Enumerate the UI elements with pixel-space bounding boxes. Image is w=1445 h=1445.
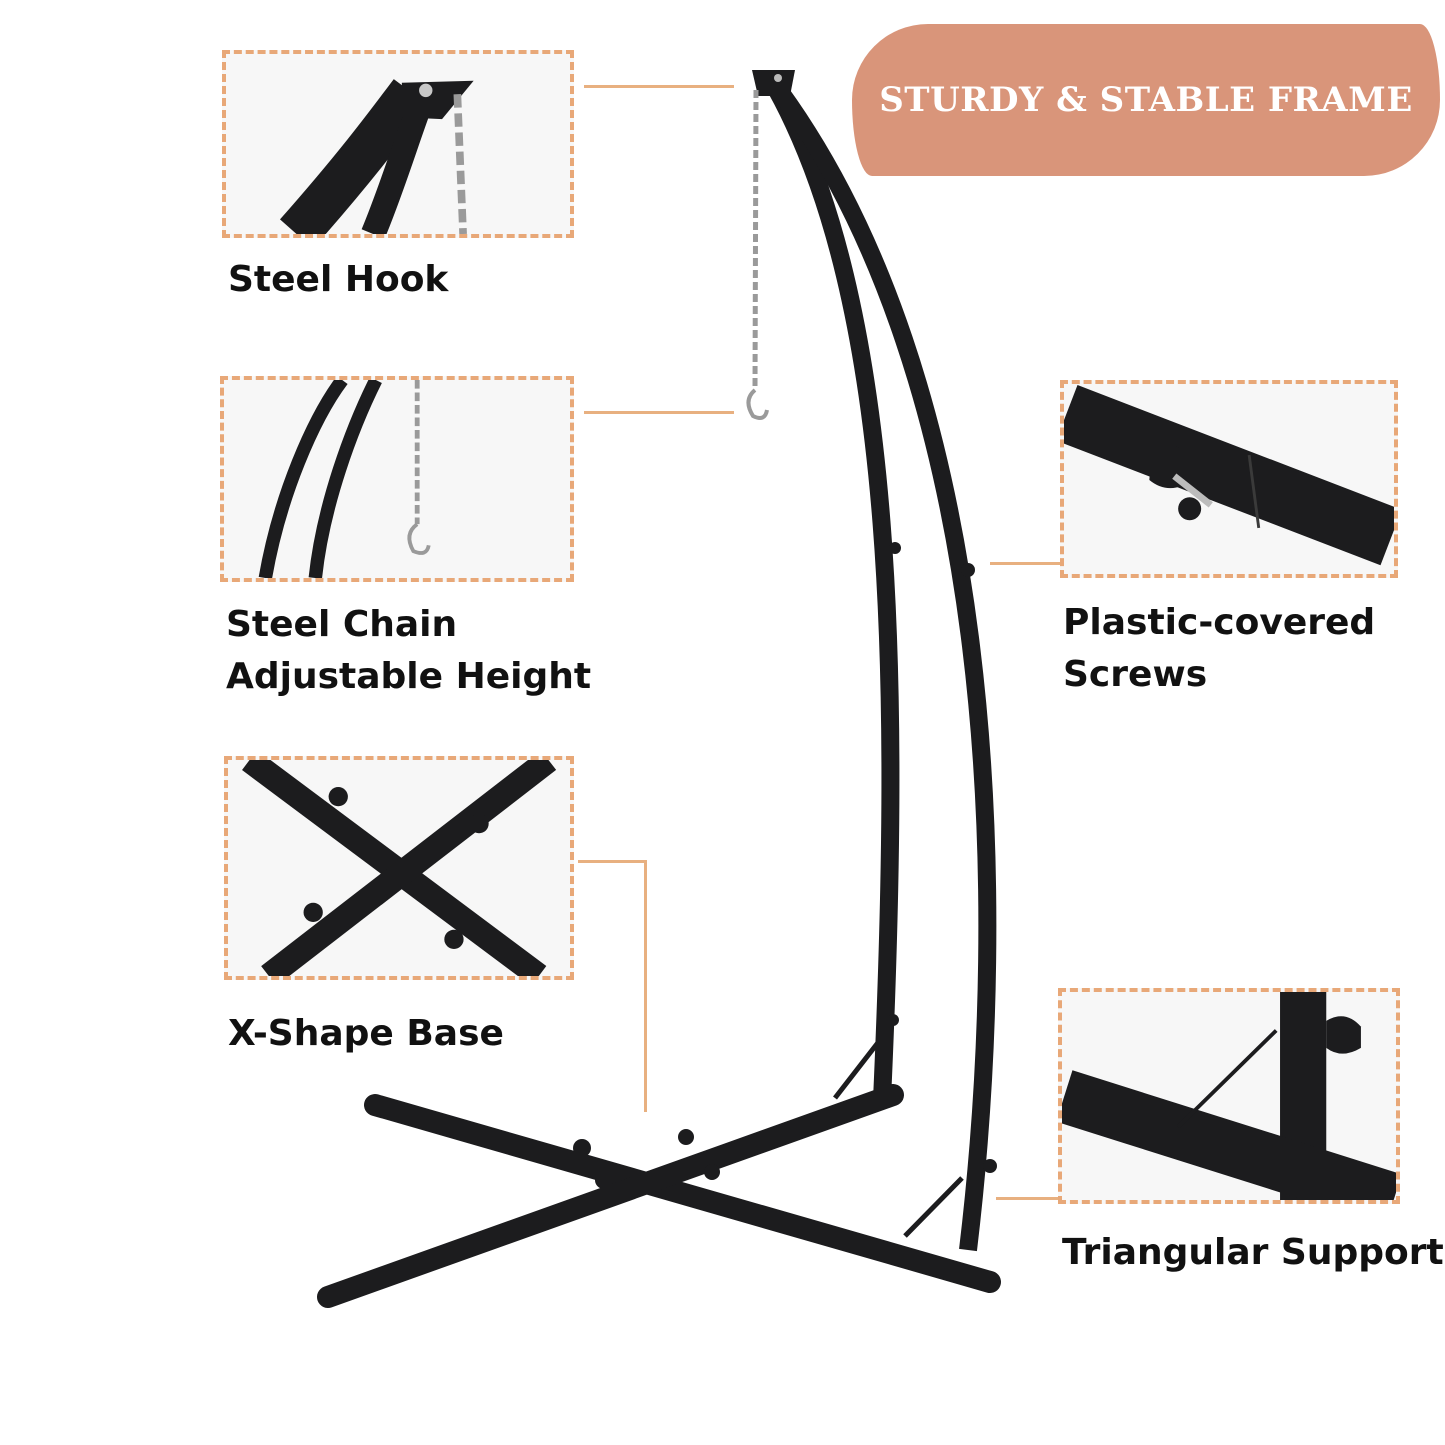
x-base-label: X-Shape Base xyxy=(228,1013,504,1054)
connector-hook xyxy=(584,85,734,88)
x-base-closeup xyxy=(242,760,557,976)
screws-panel xyxy=(1060,380,1398,578)
steel-chain-panel xyxy=(220,376,574,582)
screws-label: Plastic-covered Screws xyxy=(1063,602,1376,695)
steel-hook-label: Steel Hook xyxy=(228,259,449,300)
connector-chain xyxy=(584,411,734,414)
x-base-panel xyxy=(224,756,574,980)
steel-chain-label: Steel Chain Adjustable Height xyxy=(226,604,592,697)
triangular-panel xyxy=(1058,988,1400,1204)
steel-chain-closeup xyxy=(258,380,431,578)
steel-hook-closeup xyxy=(279,79,474,234)
title-banner: STURDY & STABLE FRAME xyxy=(852,24,1440,176)
connector-triangular xyxy=(996,1197,1060,1200)
connector-base-h xyxy=(578,860,646,863)
connector-base-v xyxy=(644,860,647,1112)
banner-title: STURDY & STABLE FRAME xyxy=(879,80,1413,120)
steel-hook-panel xyxy=(222,50,574,238)
triangular-closeup xyxy=(1062,992,1396,1200)
triangular-label: Triangular Support xyxy=(1062,1232,1444,1273)
screws-closeup xyxy=(1064,385,1394,566)
connector-screws xyxy=(990,562,1060,565)
